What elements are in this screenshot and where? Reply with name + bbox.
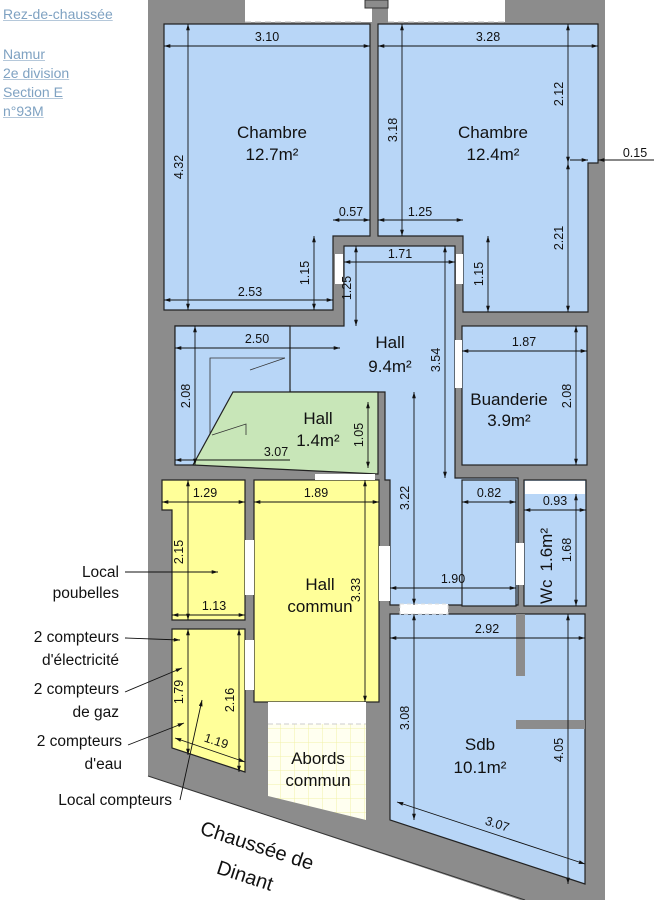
svg-text:1.05: 1.05 [352,423,366,447]
svg-text:1.89: 1.89 [304,486,328,500]
floor-label: Rez-de-chaussée [3,6,113,22]
room-chambre-1: Chambre 12.7m² [163,23,371,311]
dimension-lines [162,24,654,884]
annotation-compteurs-gaz-1: 2 compteurs [34,681,120,698]
svg-text:3.33: 3.33 [349,578,363,602]
svg-text:2.50: 2.50 [245,332,269,346]
annotation-compteurs-eau-2: d'eau [85,756,122,773]
svg-text:2.08: 2.08 [179,384,193,408]
room-area: 12.7m² [246,145,299,164]
room-area: 9.4m² [368,357,412,376]
room-name: Sdb [465,735,495,754]
annotation-compteurs-elec-1: 2 compteurs [34,629,120,646]
svg-text:3.18: 3.18 [386,118,400,142]
room-name-area: Wc 1.6m² [537,528,556,604]
annotation-compteurs-eau-1: 2 compteurs [37,733,123,750]
svg-text:0.15: 0.15 [623,146,647,160]
svg-text:1.29: 1.29 [193,486,217,500]
svg-text:3.08: 3.08 [398,706,412,730]
room-name: Hall [375,333,404,352]
svg-text:1.15: 1.15 [298,261,312,285]
svg-text:3.10: 3.10 [255,30,279,44]
svg-text:1.87: 1.87 [512,335,536,349]
annotation-compteurs-gaz-2: de gaz [72,704,119,721]
area-name: Abords [291,749,345,768]
annotation-local-poubelles-1: Local [82,564,119,581]
svg-text:2.21: 2.21 [552,226,566,250]
room-area: 1.6m² [537,528,556,572]
room-name: Wc [537,579,556,604]
svg-text:1.71: 1.71 [388,247,412,261]
room-local-poubelles [161,479,246,621]
cadastre-municipality: Namur [3,46,46,62]
svg-text:4.05: 4.05 [552,738,566,762]
svg-text:2.53: 2.53 [238,285,262,299]
svg-text:0.82: 0.82 [477,486,501,500]
room-area: commun [287,597,352,616]
svg-text:1.13: 1.13 [202,599,226,613]
annotations: Local poubelles 2 compteurs d'électricit… [34,564,218,809]
svg-text:3.54: 3.54 [429,348,443,372]
svg-text:2.92: 2.92 [475,622,499,636]
annotation-local-compteurs: Local compteurs [58,792,172,809]
svg-text:3.22: 3.22 [398,486,412,510]
area-sub: commun [285,771,350,790]
svg-text:2.08: 2.08 [560,384,574,408]
annotation-local-poubelles-2: poubelles [53,585,120,602]
room-area: 3.9m² [487,411,531,430]
door-openings [245,254,524,690]
svg-text:0.57: 0.57 [339,205,363,219]
svg-text:3.28: 3.28 [476,30,500,44]
cadastre-parcel: n°93M [3,103,44,119]
svg-text:1.68: 1.68 [560,538,574,562]
room-hall-small: Hall 1.4m² [192,391,379,475]
svg-text:2.16: 2.16 [223,688,237,712]
area-abords-commun: Abords commun [268,702,366,820]
svg-text:2.15: 2.15 [172,540,186,564]
cadastre-division: 2e division [3,65,70,81]
room-area: 12.4m² [467,145,520,164]
svg-text:1.90: 1.90 [441,572,465,586]
svg-text:0.93: 0.93 [543,494,567,508]
svg-text:1.79: 1.79 [172,680,186,704]
svg-text:4.32: 4.32 [172,155,186,179]
svg-text:1.25: 1.25 [340,276,354,300]
svg-text:2.12: 2.12 [552,82,566,106]
svg-text:3.07: 3.07 [264,445,288,459]
room-local-compteurs [171,628,246,773]
room-name: Buanderie [470,390,548,409]
room-area: 10.1m² [454,758,507,777]
room-name: Chambre [237,123,307,142]
cadastre-section: Section E [3,84,63,100]
room-name: Chambre [458,123,528,142]
room-name: Hall [303,409,332,428]
dimension-labels: 3.10 4.32 2.53 1.15 0.57 3.28 3.18 2.12 … [172,30,647,835]
room-name: Hall [305,575,334,594]
room-chambre-2: Chambre 12.4m² [377,23,599,313]
annotation-compteurs-elec-2: d'électricité [42,652,119,669]
svg-text:1.15: 1.15 [472,262,486,286]
svg-text:1.25: 1.25 [408,205,432,219]
room-area: 1.4m² [296,431,340,450]
